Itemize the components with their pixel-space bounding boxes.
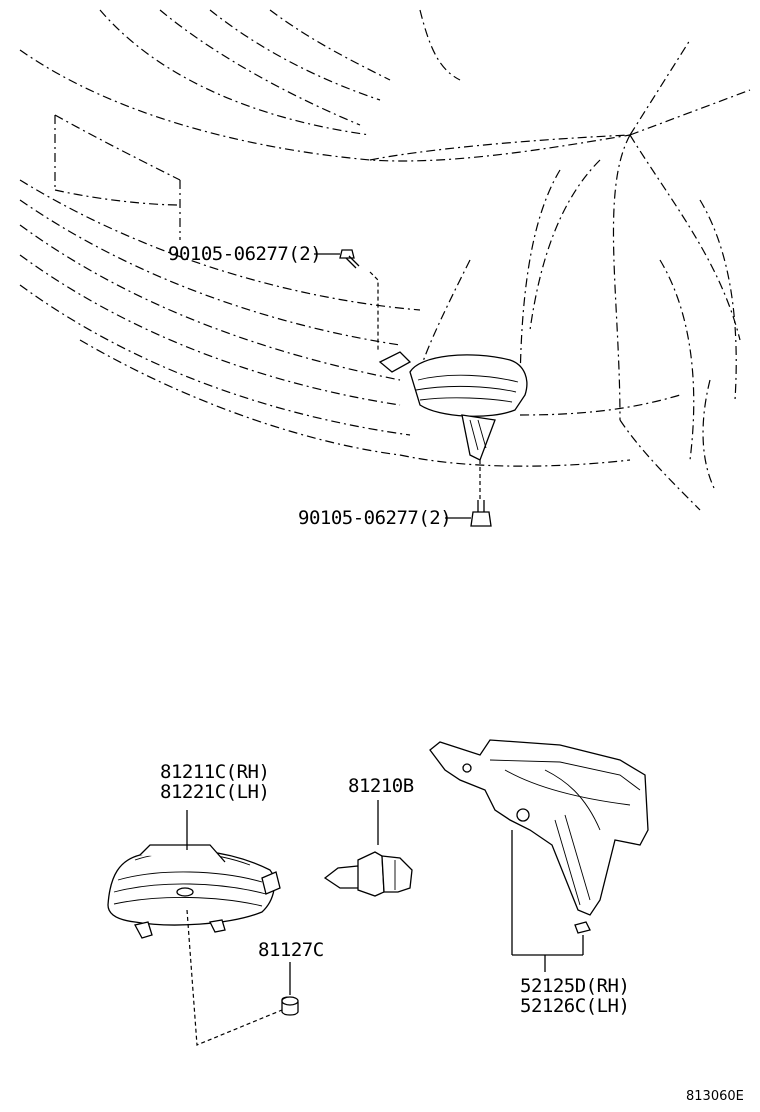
label-lamp-lh: 81221C(LH) — [160, 781, 269, 803]
label-bolt-upper: 90105-06277(2) — [168, 243, 321, 265]
label-lamp-rh: 81211C(RH) — [160, 761, 269, 783]
leader-socket-to-lamp — [186, 909, 283, 1046]
label-bracket-lh: 52126C(LH) — [520, 995, 629, 1017]
label-bolt-lower: 90105-06277(2) — [298, 507, 451, 529]
label-bulb: 81210B — [348, 775, 414, 797]
bumper-outline — [19, 9, 751, 511]
socket-icon — [281, 962, 299, 1016]
upper-bolt-icon — [314, 249, 360, 269]
fog-lamp-assembly — [107, 810, 281, 939]
label-bracket-rh: 52125D(RH) — [520, 975, 629, 997]
installed-fog-lamp — [369, 271, 528, 502]
lower-bolt-icon — [445, 500, 492, 527]
drawing-code: 813060E — [686, 1089, 744, 1104]
label-socket: 81127C — [258, 939, 324, 961]
bulb-icon — [323, 800, 413, 897]
bracket-assembly — [429, 739, 649, 972]
